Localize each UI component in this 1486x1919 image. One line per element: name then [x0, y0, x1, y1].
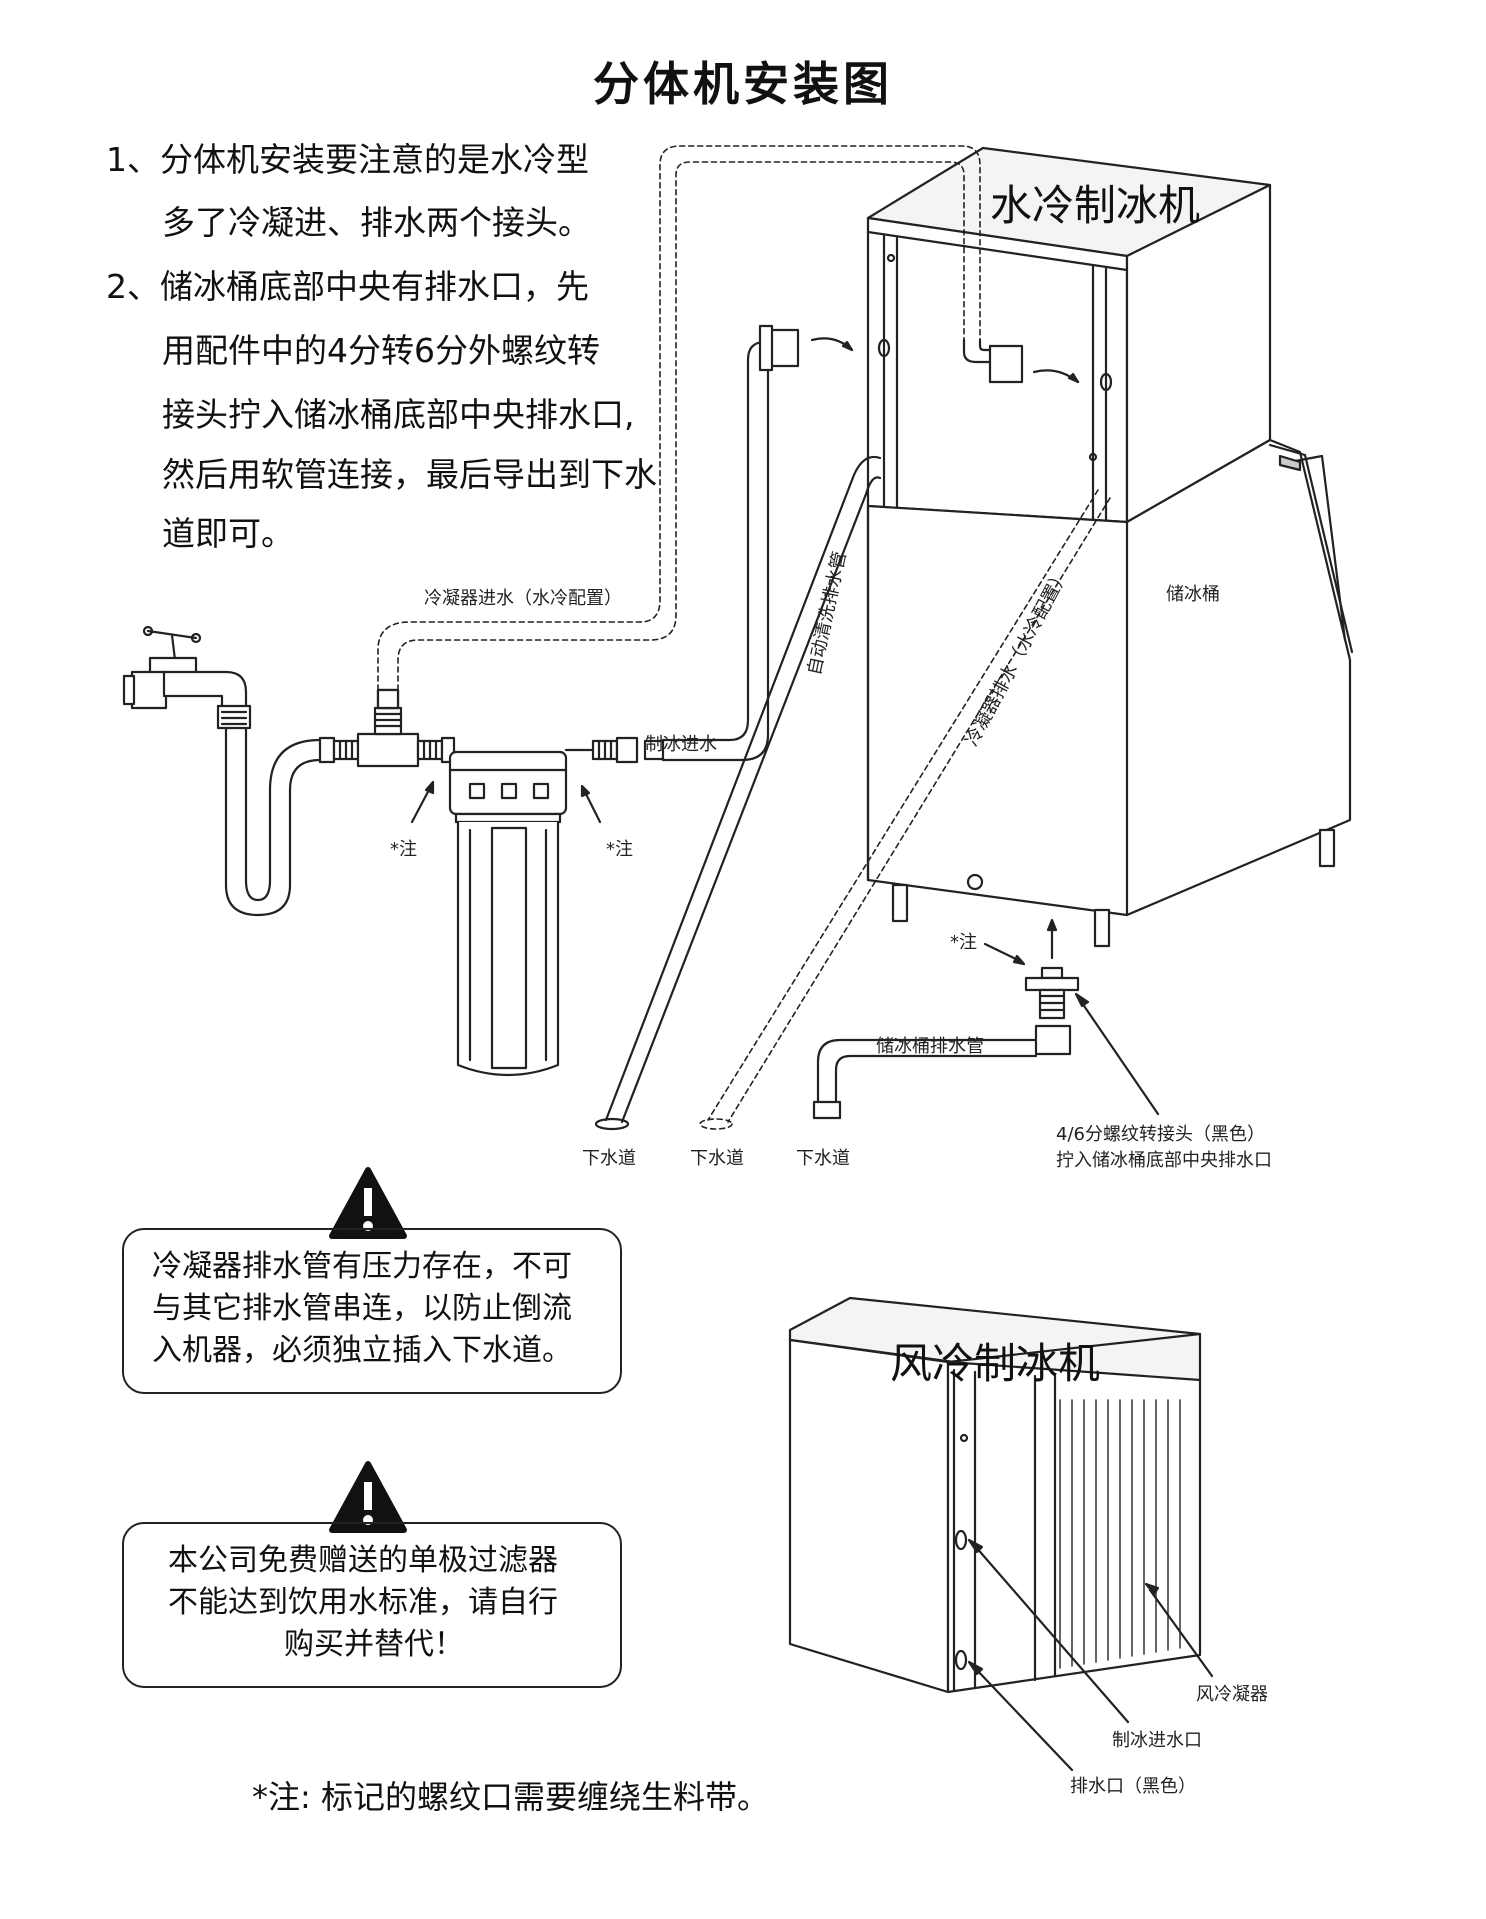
- water-cooled-machine-drawing: [866, 146, 1272, 524]
- note-arrows: [410, 780, 602, 824]
- page-title: 分体机安装图: [593, 57, 893, 111]
- footnote: *注: 标记的螺纹口需要缠绕生料带。: [252, 1778, 769, 1816]
- note-mark-right: *注: [606, 839, 633, 860]
- water-cooled-machine-label: 水冷制冰机: [990, 181, 1201, 230]
- adapter-label-line-2: 拧入储冰桶底部中央排水口: [1056, 1150, 1272, 1171]
- water-filter-drawing: [448, 736, 665, 1077]
- air-cooled-machine-drawing: [788, 1296, 1214, 1772]
- sewer-label-1: 下水道: [582, 1148, 636, 1169]
- ice-inlet-port-label: 制冰进水口: [1112, 1730, 1202, 1751]
- ice-inlet-label: 制冰进水: [645, 734, 717, 755]
- warning-1-line-3: 入机器，必须独立插入下水道。: [152, 1333, 572, 1368]
- ice-inlet-hose-drawing: [661, 324, 854, 762]
- note-mark-bottom: *注: [950, 932, 977, 953]
- note-mark-left: *注: [390, 839, 417, 860]
- warning-icon: [329, 1461, 407, 1533]
- warning-icon: [329, 1167, 407, 1239]
- condenser-inlet-fitting-drawing: [376, 338, 1080, 710]
- instruction-2-line-2: 用配件中的4分转6分外螺纹转: [162, 331, 600, 370]
- warning-box-1: [122, 1228, 622, 1394]
- faucet-hose-drawing: [224, 726, 322, 917]
- sewer-label-3: 下水道: [796, 1148, 850, 1169]
- air-cooled-machine-label: 风冷制冰机: [890, 1339, 1101, 1388]
- instruction-1-line-2: 多了冷凝进、排水两个接头。: [162, 203, 591, 242]
- instruction-1-line-1: 1、分体机安装要注意的是水冷型: [106, 140, 589, 179]
- condenser-inlet-label: 冷凝器进水（水冷配置）: [424, 588, 622, 609]
- air-condenser-label: 风冷凝器: [1196, 1684, 1268, 1705]
- bin-drain-assembly-drawing: [812, 918, 1160, 1120]
- warning-2-line-2: 不能达到饮用水标准，请自行: [168, 1585, 558, 1620]
- warning-box-2: [122, 1522, 622, 1688]
- warning-1-line-1: 冷凝器排水管有压力存在，不可: [152, 1249, 572, 1284]
- sewer-label-2: 下水道: [690, 1148, 744, 1169]
- bin-drain-pipe-label: 储冰桶排水管: [876, 1036, 984, 1057]
- instruction-2-line-4: 然后用软管连接，最后导出到下水: [162, 455, 657, 494]
- warning-2-line-3: 购买并替代！: [284, 1627, 464, 1662]
- auto-clean-drain-hose-drawing: [594, 455, 882, 1131]
- warning-2-line-1: 本公司免费赠送的单极过滤器: [168, 1543, 558, 1578]
- faucet-drawing: [122, 625, 252, 730]
- warning-1-line-2: 与其它排水管串连，以防止倒流: [152, 1291, 572, 1326]
- drain-port-label: 排水口（黑色）: [1070, 1776, 1196, 1797]
- ice-bin-label: 储冰桶: [1166, 584, 1220, 605]
- condenser-inlet-hose-drawing: [377, 145, 981, 691]
- condenser-drain-hose-drawing: [699, 489, 1111, 1130]
- instruction-2-line-1: 2、储冰桶底部中央有排水口，先: [106, 267, 589, 306]
- ice-bin-drawing: [866, 438, 1354, 948]
- instruction-2-line-3: 接头拧入储冰桶底部中央排水口,: [162, 395, 635, 434]
- instruction-2-line-5: 道即可。: [162, 514, 294, 553]
- adapter-label-line-1: 4/6分螺纹转接头（黑色）: [1056, 1124, 1265, 1145]
